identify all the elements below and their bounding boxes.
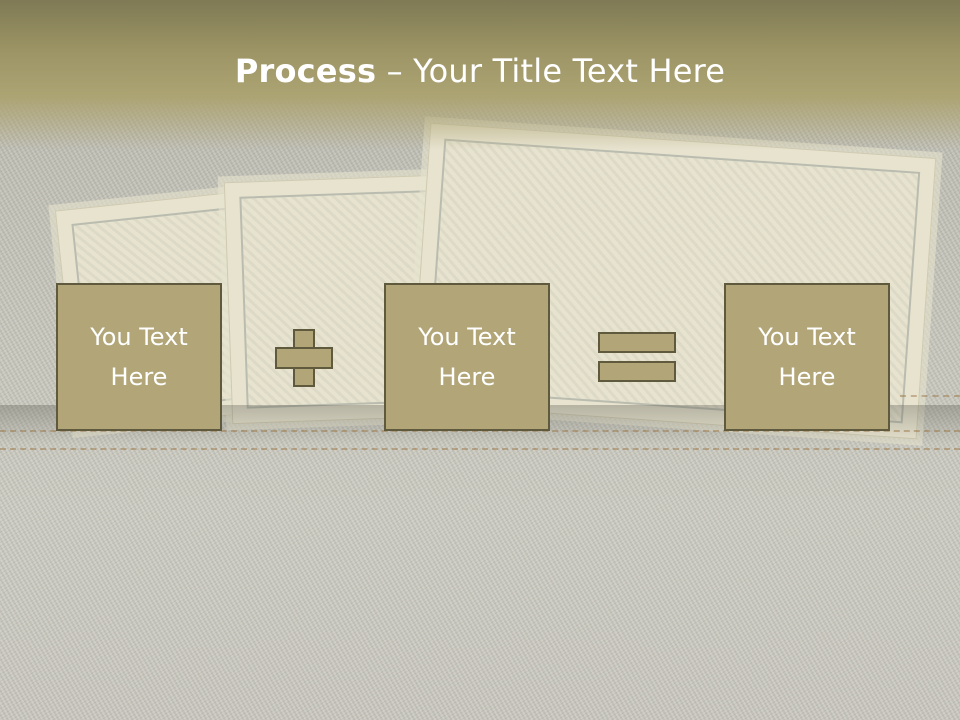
slide-title: Process – Your Title Text Here [0,52,960,90]
process-box-2-text: You Text Here [418,323,516,391]
pocket-seam-top [0,430,960,432]
slide-title-bold: Process [234,52,377,90]
title-band [0,0,960,150]
process-box-1-text: You Text Here [90,323,188,391]
process-box-1[interactable]: You Text Here [56,283,222,431]
slide-title-rest: – Your Title Text Here [376,52,726,90]
side-seam [900,395,960,397]
pocket-seam-lower [0,448,960,450]
process-box-3[interactable]: You Text Here [724,283,890,431]
process-box-2[interactable]: You Text Here [384,283,550,431]
process-box-3-text: You Text Here [758,323,856,391]
